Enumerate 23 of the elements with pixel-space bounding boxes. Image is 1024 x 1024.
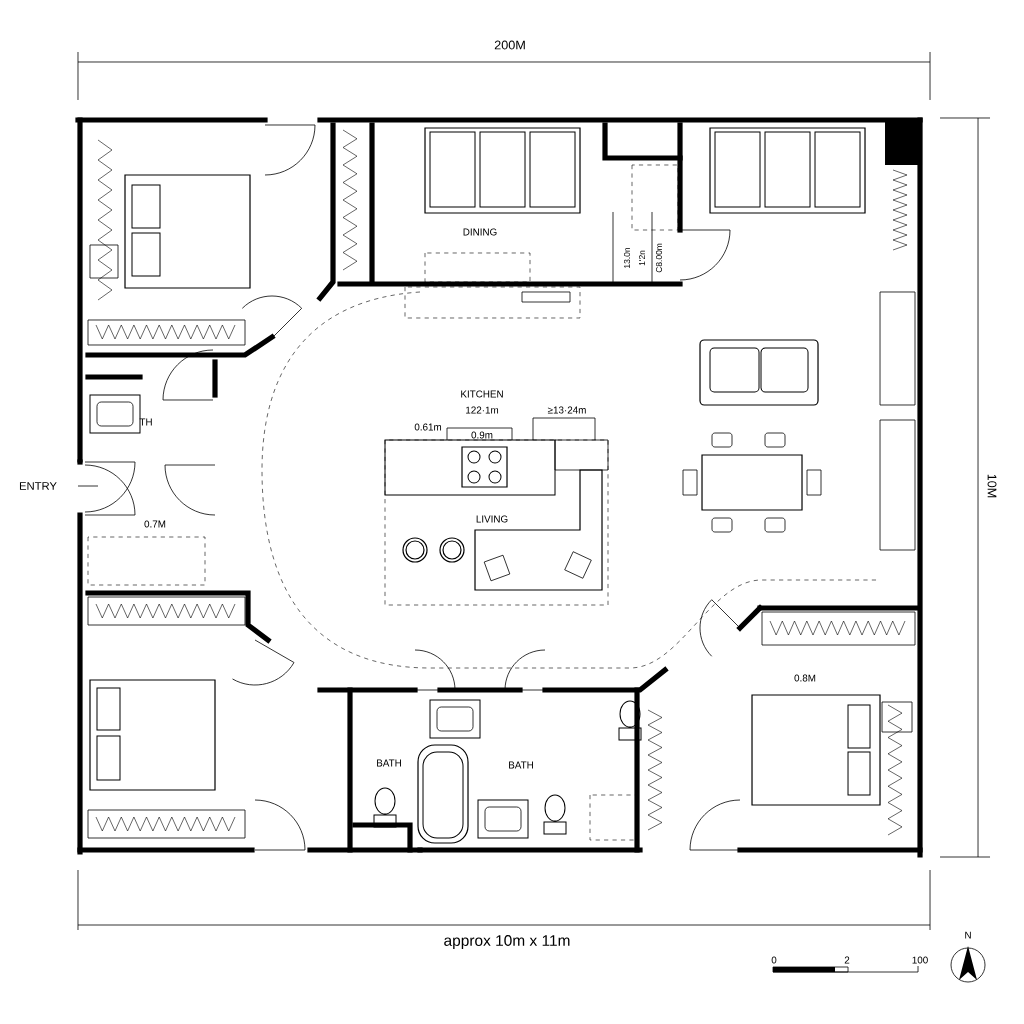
north-label: N bbox=[965, 931, 971, 939]
room-label: DINING bbox=[463, 228, 497, 236]
room-label: LIVING bbox=[476, 515, 508, 523]
dimension-label: ≥13·24m bbox=[547, 406, 586, 414]
room-label: ENTRY bbox=[19, 482, 57, 490]
dimension-label: 13.0n bbox=[624, 248, 630, 268]
dimension-label: 1'2n bbox=[639, 250, 645, 266]
scale-label: 0 bbox=[771, 956, 777, 964]
dimension-label: 0.61m bbox=[414, 423, 441, 431]
scale-label: 2 bbox=[844, 956, 850, 964]
room-label: TH bbox=[139, 418, 152, 426]
dimension-label: 0.8M bbox=[794, 674, 816, 682]
room-label: BATH bbox=[377, 759, 401, 767]
scale-label: 100 bbox=[912, 956, 928, 964]
plan-size-label: approx 10m x 11m bbox=[444, 935, 570, 949]
dimension-label: 122·1m bbox=[466, 406, 499, 414]
dimension-label: C8.00m bbox=[656, 243, 662, 273]
room-label: KITCHEN bbox=[461, 390, 503, 398]
dimension-label: 200M bbox=[494, 40, 525, 50]
dimension-label: 0.9m bbox=[471, 431, 493, 439]
dimension-label: 10M bbox=[987, 474, 997, 498]
dimension-label: 0.7M bbox=[144, 520, 166, 528]
room-label: BATH bbox=[509, 761, 533, 769]
